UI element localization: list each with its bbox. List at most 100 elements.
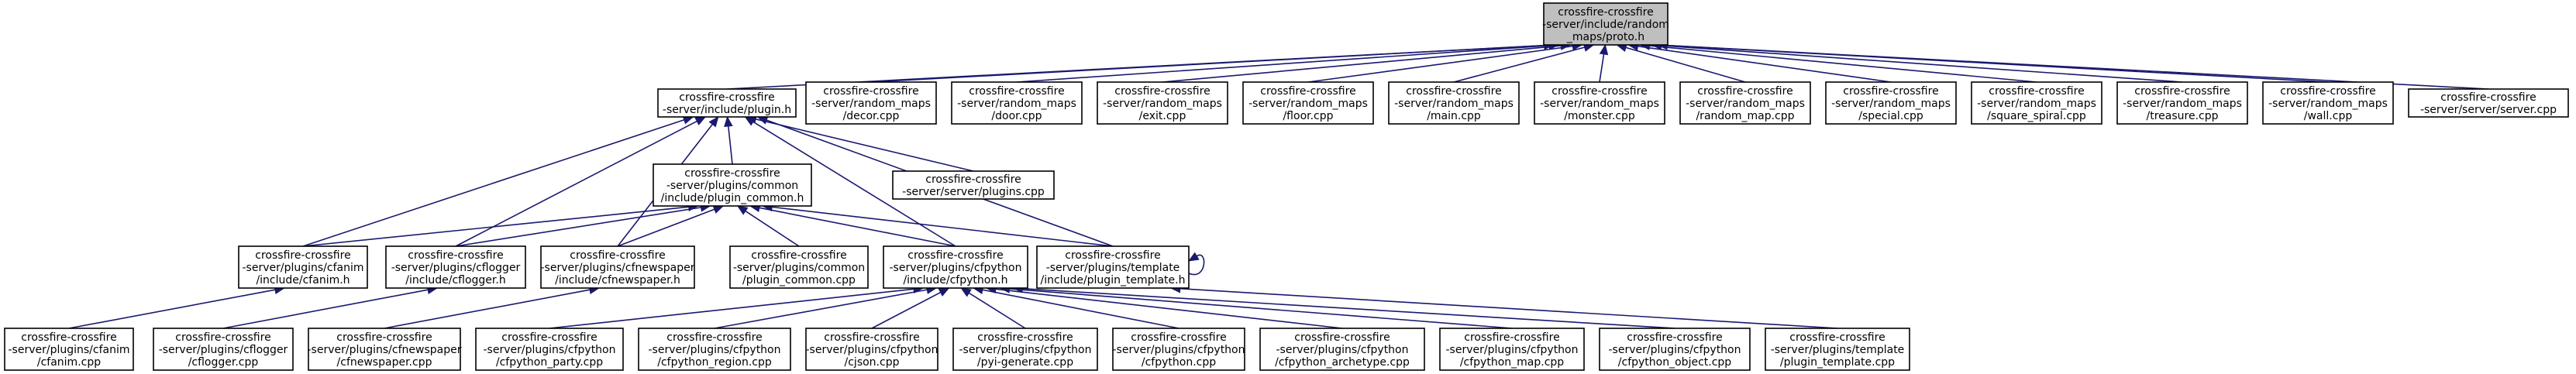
node-exit-box bbox=[1097, 81, 1228, 125]
node-plugin-template-h-box bbox=[1036, 245, 1190, 289]
node-monster-label-line: crossfire-crossfire bbox=[1551, 85, 1647, 98]
node-cfnewspaper-cpp[interactable]: crossfire-crossfire-server/plugins/cfnew… bbox=[308, 328, 462, 371]
node-plugins-cpp[interactable]: crossfire-crossfire-server/server/plugin… bbox=[892, 170, 1055, 200]
edge-random-map-to-proto-line bbox=[1625, 46, 1746, 83]
node-cfpython-object-box bbox=[1599, 328, 1751, 371]
node-cfpython-map[interactable]: crossfire-crossfire-server/plugins/cfpyt… bbox=[1439, 328, 1585, 371]
edge-special-to-proto bbox=[1627, 42, 1892, 83]
node-plugin-h-label-line: crossfire-crossfire bbox=[679, 91, 774, 104]
node-cfnewspaper-cpp-box bbox=[308, 328, 461, 371]
node-plugin-h[interactable]: crossfire-crossfire-server/include/plugi… bbox=[657, 88, 797, 118]
node-cfpython-cpp[interactable]: crossfire-crossfire-server/plugins/cfpyt… bbox=[1112, 328, 1245, 371]
node-cfpython-map-label-line: crossfire-crossfire bbox=[1464, 331, 1559, 344]
node-plugin-common-h-label-line: crossfire-crossfire bbox=[684, 167, 780, 180]
node-main[interactable]: crossfire-crossfire-server/random_maps/m… bbox=[1388, 81, 1520, 125]
node-floor[interactable]: crossfire-crossfire-server/random_maps/f… bbox=[1242, 81, 1374, 125]
node-cfpython-region-label-line: /cfpython_region.cpp bbox=[657, 356, 772, 369]
node-cfanim-h-label-line: -server/plugins/cfanim bbox=[242, 262, 363, 274]
node-square-spiral[interactable]: crossfire-crossfire-server/random_maps/s… bbox=[1971, 81, 2102, 125]
edge-cfpython-object-to-cfpython-h-line bbox=[1022, 287, 1675, 329]
node-cfpython-archetype-box bbox=[1259, 328, 1425, 371]
edge-cfnewspaper-cpp-to-cfnewspaper-h-line bbox=[384, 289, 591, 329]
node-plugin-template-h[interactable]: crossfire-crossfire-server/plugins/templ… bbox=[1036, 245, 1190, 289]
node-cfpython-h-label-line: crossfire-crossfire bbox=[907, 249, 1003, 262]
node-plugin-common-cpp[interactable]: crossfire-crossfire-server/plugins/commo… bbox=[729, 245, 869, 289]
node-cflogger-cpp[interactable]: crossfire-crossfire-server/plugins/cflog… bbox=[153, 328, 294, 371]
node-wall-label-line: /wall.cpp bbox=[2304, 110, 2353, 122]
node-plugin-common-h[interactable]: crossfire-crossfire-server/plugins/commo… bbox=[653, 163, 812, 207]
node-pyi-generate-box bbox=[952, 328, 1098, 371]
node-server-label-line: -server/server/server.cpp bbox=[2420, 104, 2557, 116]
node-cflogger-cpp-label-line: crossfire-crossfire bbox=[175, 331, 270, 344]
node-special-box bbox=[1825, 81, 1957, 125]
node-cfpython-archetype-label-line: /cfpython_archetype.cpp bbox=[1275, 356, 1410, 369]
node-random-map-label-line: -server/random_maps bbox=[1686, 98, 1805, 110]
node-plugin-common-cpp-label-line: crossfire-crossfire bbox=[751, 249, 846, 262]
edge-plugin-common-h-to-plugin-h bbox=[724, 115, 733, 165]
edge-monster-to-proto-arrowhead bbox=[1599, 43, 1609, 56]
node-random-map[interactable]: crossfire-crossfire-server/random_maps/r… bbox=[1679, 81, 1811, 125]
edge-monster-to-proto bbox=[1599, 43, 1609, 83]
node-cfpython-archetype[interactable]: crossfire-crossfire-server/plugins/cfpyt… bbox=[1259, 328, 1425, 371]
node-cfnewspaper-h[interactable]: crossfire-crossfire-server/plugins/cfnew… bbox=[540, 245, 695, 289]
edge-pyi-generate-to-cfpython-h-line bbox=[968, 292, 1026, 329]
edge-cfnewspaper-h-to-plugin-common-h-arrowhead bbox=[712, 205, 725, 214]
node-cfpython-h[interactable]: crossfire-crossfire-server/plugins/cfpyt… bbox=[883, 245, 1028, 289]
edge-plugin-template-cpp-to-plugin-template-h bbox=[1169, 284, 1838, 329]
edge-cfpython-map-to-cfpython-h-line bbox=[1009, 288, 1513, 329]
node-cfpython-cpp-box bbox=[1112, 328, 1245, 371]
node-cfpython-map-label-line: /cfpython_map.cpp bbox=[1460, 356, 1564, 369]
node-square-spiral-box bbox=[1971, 81, 2102, 125]
edge-cfpython-h-to-plugin-common-h-line bbox=[759, 207, 956, 247]
node-treasure[interactable]: crossfire-crossfire-server/random_maps/t… bbox=[2116, 81, 2248, 125]
node-pyi-generate[interactable]: crossfire-crossfire-server/plugins/cfpyt… bbox=[952, 328, 1098, 371]
node-cfpython-party-box bbox=[475, 328, 624, 371]
node-plugin-template-cpp[interactable]: crossfire-crossfire-server/plugins/templ… bbox=[1765, 328, 1910, 371]
node-exit-label-line: crossfire-crossfire bbox=[1114, 85, 1210, 98]
node-cfpython-region[interactable]: crossfire-crossfire-server/plugins/cfpyt… bbox=[638, 328, 791, 371]
node-pyi-generate-label-line: /pyi-generate.cpp bbox=[977, 356, 1073, 369]
node-wall[interactable]: crossfire-crossfire-server/random_maps/w… bbox=[2262, 81, 2394, 125]
edge-plugin-common-cpp-to-plugin-common-h-arrowhead bbox=[736, 205, 749, 215]
node-cfnewspaper-h-box bbox=[540, 245, 695, 289]
node-cfpython-map-label-line: -server/plugins/cfpython bbox=[1446, 344, 1579, 356]
node-exit-label-line: -server/random_maps bbox=[1103, 98, 1222, 110]
nodes: crossfire-crossfire-server/include/rando… bbox=[4, 2, 2569, 371]
node-cfpython-cpp-label-line: crossfire-crossfire bbox=[1131, 331, 1226, 344]
node-decor-box bbox=[805, 81, 937, 125]
node-plugin-h-label-line: -server/include/plugin.h bbox=[663, 104, 791, 116]
edge-cfnewspaper-h-to-plugin-h-arrowhead bbox=[708, 115, 719, 128]
node-plugin-template-h-label-line: /include/plugin_template.h bbox=[1041, 274, 1186, 287]
edge-cfanim-cpp-to-cfanim-h bbox=[68, 285, 286, 329]
node-cfpython-object[interactable]: crossfire-crossfire-server/plugins/cfpyt… bbox=[1599, 328, 1751, 371]
node-cjson[interactable]: crossfire-crossfire-server/plugins/cfpyt… bbox=[805, 328, 938, 371]
node-cfpython-party[interactable]: crossfire-crossfire-server/plugins/cfpyt… bbox=[475, 328, 624, 371]
node-floor-label-line: /floor.cpp bbox=[1283, 110, 1333, 122]
node-cfnewspaper-cpp-label-line: /cfnewspaper.cpp bbox=[337, 356, 432, 369]
node-proto[interactable]: crossfire-crossfire-server/include/rando… bbox=[1542, 2, 1669, 46]
node-treasure-label-line: crossfire-crossfire bbox=[2134, 85, 2230, 98]
node-cfanim-cpp-box bbox=[4, 328, 134, 371]
node-monster-box bbox=[1534, 81, 1665, 125]
node-cfanim-h[interactable]: crossfire-crossfire-server/plugins/cfani… bbox=[238, 245, 368, 289]
node-cfnewspaper-cpp-label-line: crossfire-crossfire bbox=[336, 331, 432, 344]
node-cflogger-h[interactable]: crossfire-crossfire-server/plugins/cflog… bbox=[385, 245, 526, 289]
edge-cfpython-party-to-cfpython-h-line bbox=[549, 288, 914, 329]
edge-cfpython-archetype-to-cfpython-h-line bbox=[995, 288, 1343, 329]
node-cfnewspaper-h-label-line: crossfire-crossfire bbox=[570, 249, 665, 262]
node-plugin-template-cpp-label-line: /plugin_template.cpp bbox=[1780, 356, 1895, 369]
node-monster[interactable]: crossfire-crossfire-server/random_maps/m… bbox=[1534, 81, 1665, 125]
node-decor[interactable]: crossfire-crossfire-server/random_maps/d… bbox=[805, 81, 937, 125]
node-special[interactable]: crossfire-crossfire-server/random_maps/s… bbox=[1825, 81, 1957, 125]
node-cfanim-cpp[interactable]: crossfire-crossfire-server/plugins/cfani… bbox=[4, 328, 134, 371]
node-cfpython-region-label-line: crossfire-crossfire bbox=[666, 331, 762, 344]
node-plugin-h-box bbox=[657, 88, 797, 118]
node-door[interactable]: crossfire-crossfire-server/random_maps/d… bbox=[951, 81, 1083, 125]
edge-plugin-template-h-to-plugin-template-h-line bbox=[1188, 254, 1205, 276]
node-server[interactable]: crossfire-crossfire-server/server/server… bbox=[2408, 88, 2569, 118]
edge-main-to-proto-line bbox=[1453, 46, 1585, 83]
node-door-label-line: -server/random_maps bbox=[957, 98, 1076, 110]
node-cjson-label-line: crossfire-crossfire bbox=[824, 331, 919, 344]
node-exit[interactable]: crossfire-crossfire-server/random_maps/e… bbox=[1097, 81, 1228, 125]
